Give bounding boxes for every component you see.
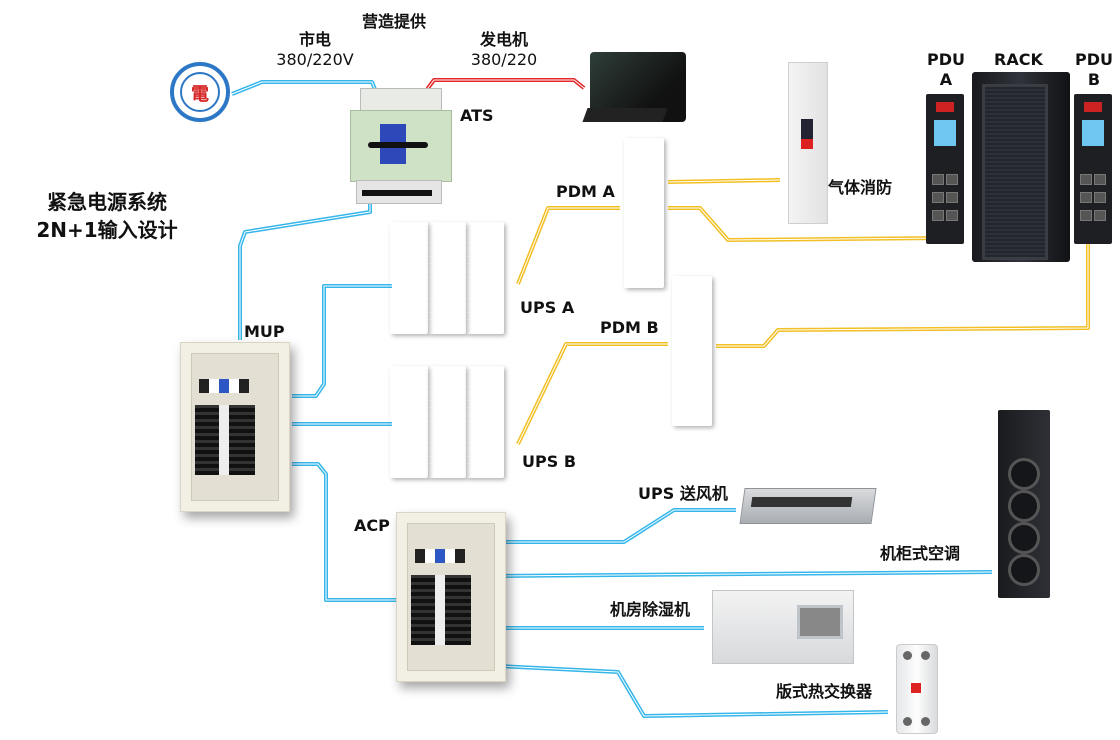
acp-label: ACP [354, 516, 390, 535]
pdu-a-label: PDU A [924, 50, 968, 90]
ups-fan-label: UPS 送风机 [638, 484, 728, 503]
wire-acp-to-fan [498, 508, 736, 544]
generator-voltage-text: 380/220 [470, 50, 538, 69]
mup-panel [180, 342, 290, 512]
cabinet-ac-unit [998, 410, 1050, 598]
wire-mup-to-ups-a [292, 284, 392, 398]
heat-exchanger-label: 版式热交换器 [776, 682, 873, 701]
gas-fire-label: 气体消防 [828, 178, 893, 197]
title-line-1: 紧急电源系统 [47, 190, 167, 214]
pdu-a-label-line2: A [939, 70, 953, 89]
ats-label: ATS [460, 106, 494, 125]
gas-fire-suppression-cabinet [788, 62, 828, 224]
logo-glyph: 電 [191, 84, 209, 105]
ups-a-label: UPS A [520, 298, 575, 317]
pdu-b-label-line2: B [1087, 70, 1101, 89]
acp-panel [396, 512, 506, 682]
mup-label: MUP [244, 322, 285, 341]
power-company-logo-icon: 電 [170, 62, 230, 122]
ups-fan-unit [739, 488, 877, 524]
plate-heat-exchanger-unit [896, 644, 938, 734]
pdu-b-label: PDU B [1072, 50, 1116, 90]
pdu-b-label-line1: PDU [1075, 50, 1113, 69]
wire-utility-to-ats [231, 80, 378, 112]
pdu-b-unit [1074, 94, 1112, 244]
dehumidifier-unit [712, 590, 854, 664]
generator-label: 发电机 380/220 [462, 30, 546, 70]
pdu-a-label-line1: PDU [927, 50, 965, 69]
city-voltage-text: 380/220V [276, 50, 354, 69]
wire-generator-to-ats [426, 78, 586, 112]
diagram-title: 紧急电源系统 2N+1输入设计 [18, 188, 196, 244]
city-power-label: 市电 380/220V [270, 30, 360, 70]
server-rack [972, 72, 1070, 262]
cabinet-ac-label: 机柜式空调 [880, 544, 961, 563]
pdm-b-label: PDM B [600, 318, 659, 337]
generator-text: 发电机 [479, 30, 528, 49]
rack-label: RACK [994, 50, 1043, 69]
pdm-a-label: PDM A [556, 182, 615, 201]
wire-ats-to-mup [238, 198, 372, 340]
title-line-2: 2N+1输入设计 [36, 218, 178, 242]
ups-b-label: UPS B [522, 452, 577, 471]
pdm-b-cabinet [672, 276, 712, 426]
pdm-a-cabinet [624, 138, 664, 288]
pdu-a-unit [926, 94, 964, 244]
dehumidifier-label: 机房除湿机 [610, 600, 691, 619]
construction-label: 营造提供 [362, 12, 427, 31]
wire-ups-b-to-pdm-b [516, 342, 668, 445]
city-power-text: 市电 [298, 30, 331, 49]
